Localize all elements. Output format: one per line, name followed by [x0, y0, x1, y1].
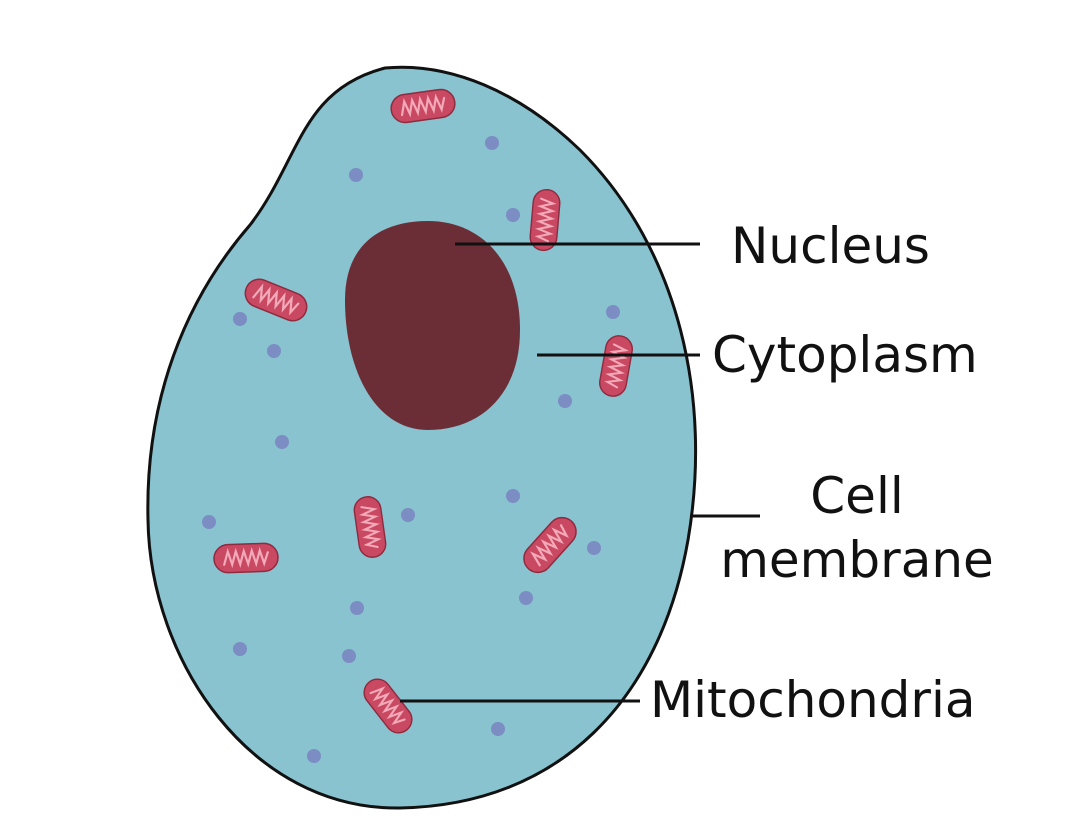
granule: [233, 312, 247, 326]
granule: [519, 591, 533, 605]
granule: [342, 649, 356, 663]
cell-membrane-label: Cell membrane: [720, 467, 994, 589]
granule: [558, 394, 572, 408]
granule: [307, 749, 321, 763]
granule: [349, 168, 363, 182]
granule: [606, 305, 620, 319]
granule: [587, 541, 601, 555]
granule: [350, 601, 364, 615]
granule: [401, 508, 415, 522]
nucleus-label: Nucleus: [731, 217, 930, 275]
cytoplasm-label: Cytoplasm: [712, 326, 978, 384]
granules: [202, 136, 620, 763]
mitochondrion: [212, 541, 280, 575]
mitochondrion: [528, 187, 562, 253]
granule: [491, 722, 505, 736]
granule: [506, 489, 520, 503]
granule: [506, 208, 520, 222]
nucleus: [345, 221, 520, 430]
mitochondria-label: Mitochondria: [650, 671, 976, 729]
cell-membrane: [146, 65, 698, 810]
granule: [233, 642, 247, 656]
leader-lines: [400, 242, 760, 703]
granule: [485, 136, 499, 150]
granule: [267, 344, 281, 358]
granule: [202, 515, 216, 529]
granule: [275, 435, 289, 449]
